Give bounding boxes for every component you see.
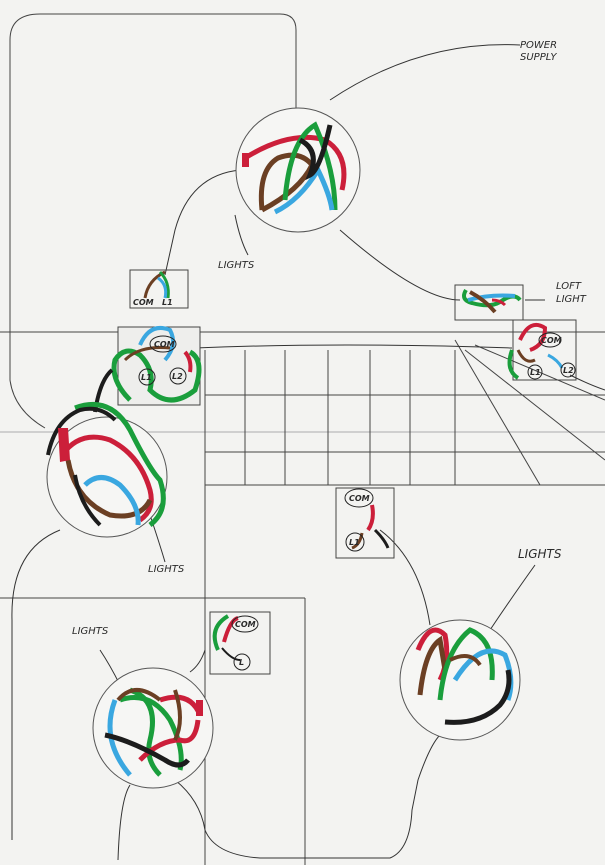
lights-label-left: LIGHTS xyxy=(148,564,185,575)
cable-power-supply xyxy=(329,44,521,101)
loft-light-label-line2: LIGHT xyxy=(556,294,587,305)
power-supply-label-line2: SUPPLY xyxy=(520,52,557,63)
cable-to-loft-light xyxy=(339,229,461,301)
cable-bottom-loop xyxy=(174,734,441,859)
lights-label-right: LIGHTS xyxy=(518,547,562,561)
switch-right-com: COM xyxy=(541,336,562,345)
loft-light-label-line1: LOFT xyxy=(556,281,582,292)
cable-top-to-switch xyxy=(164,169,241,276)
top-wall-loop xyxy=(9,13,297,330)
junction-box-left xyxy=(46,402,168,538)
junction-box-right xyxy=(399,619,521,741)
switch-top-small-l1: L1 xyxy=(162,298,173,307)
switch-right-l1: L1 xyxy=(530,368,541,377)
switch-left-com: COM xyxy=(154,340,175,349)
cable-runs xyxy=(11,44,605,861)
switch-left-l2: L2 xyxy=(172,372,183,381)
switch-bottom-left xyxy=(209,611,271,675)
switch-left-two-way xyxy=(93,325,202,413)
cable-switch-to-switch xyxy=(194,344,513,349)
switch-right-l2: L2 xyxy=(563,366,574,375)
cable-center-switch-to-light xyxy=(379,529,431,626)
power-supply-label-line1: POWER xyxy=(520,40,557,51)
switch-left-l1: L1 xyxy=(141,373,152,382)
switch-center xyxy=(335,487,395,559)
switch-top-small xyxy=(129,269,189,309)
lights-label-top: LIGHTS xyxy=(218,260,255,271)
room-outlines xyxy=(0,13,605,865)
switch-bottom-left-com: COM xyxy=(235,620,256,629)
junction-box-top xyxy=(235,107,361,233)
switch-center-l1: L1 xyxy=(349,538,360,547)
cable-left-down xyxy=(11,529,61,840)
sleeve-marker xyxy=(242,153,249,167)
loft-light-box xyxy=(454,284,524,321)
switch-right-two-way xyxy=(507,319,577,381)
junction-box-bottom-left xyxy=(92,667,214,789)
lights-label-bottom-left: LIGHTS xyxy=(72,626,109,637)
switch-bottom-left-l: L xyxy=(239,658,244,667)
switch-top-small-com: COM xyxy=(133,298,154,307)
switch-center-com: COM xyxy=(349,494,370,503)
